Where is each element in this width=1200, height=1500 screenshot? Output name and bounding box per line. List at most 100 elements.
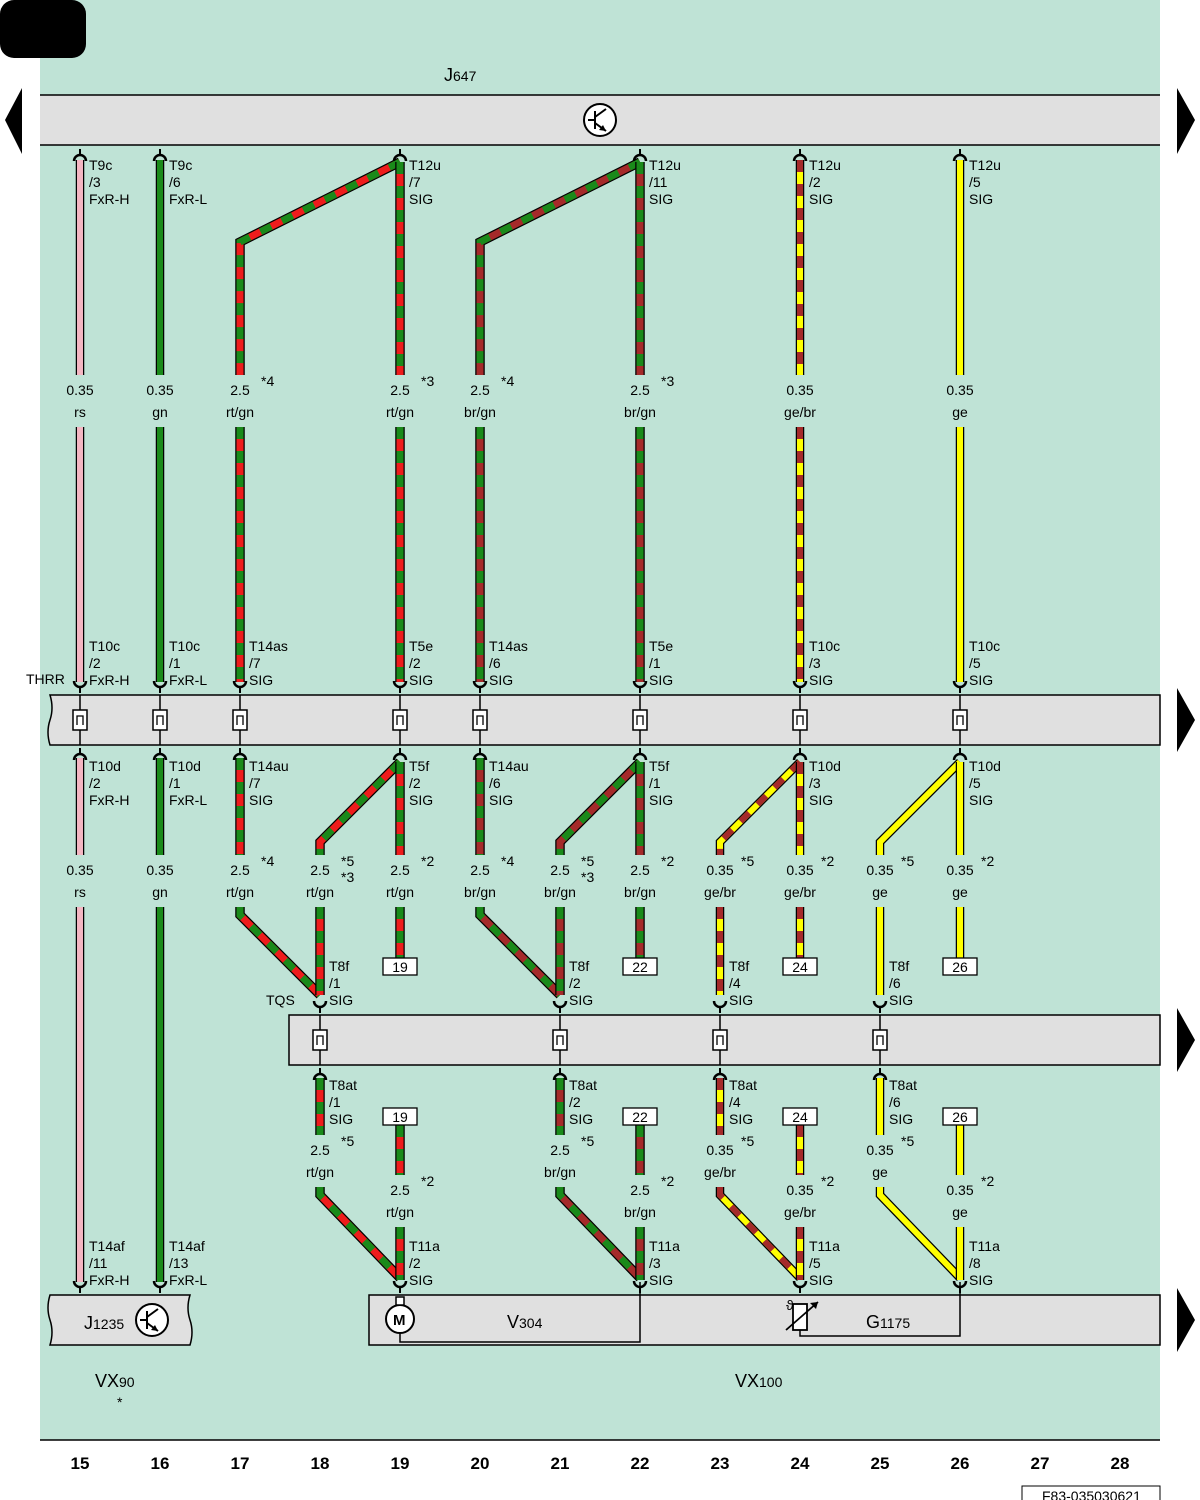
wire-label: 0.35 rs xyxy=(66,862,93,900)
connector-terminal-icon xyxy=(552,1068,568,1081)
sensor-icon: ϑ xyxy=(785,1297,819,1331)
svg-text:0.35: 0.35 xyxy=(866,862,893,878)
reference-box[interactable]: 22 xyxy=(622,1107,658,1126)
connector-terminal-icon xyxy=(712,1068,728,1081)
svg-text:*2: *2 xyxy=(421,1173,434,1189)
connector-terminal-icon xyxy=(872,1000,888,1013)
svg-text:*2: *2 xyxy=(421,853,434,869)
reference-box[interactable]: 19 xyxy=(382,1107,418,1126)
svg-text:*2: *2 xyxy=(661,853,674,869)
svg-text:2.5: 2.5 xyxy=(310,1142,330,1158)
connector-pin-icon xyxy=(952,695,968,745)
page-right-arrow-icon[interactable] xyxy=(1177,88,1195,154)
svg-text:rs: rs xyxy=(74,884,86,900)
tqs-label: TQS xyxy=(266,992,295,1008)
j1235-label: J1235 xyxy=(84,1313,124,1333)
connector-terminal-icon xyxy=(72,748,88,761)
wire-label: 2.5rt/gn*2 xyxy=(386,853,434,900)
svg-text:0.35: 0.35 xyxy=(786,382,813,398)
thrr-right-arrow-icon[interactable] xyxy=(1177,688,1195,752)
svg-text:22: 22 xyxy=(632,1109,648,1125)
svg-text:22: 22 xyxy=(632,959,648,975)
wire-label: 2.5rt/gn*2 xyxy=(386,1173,434,1220)
svg-text:0.35: 0.35 xyxy=(946,1182,973,1198)
svg-text:rt/gn: rt/gn xyxy=(306,884,334,900)
connector-terminal-icon xyxy=(952,149,968,162)
wire-gebr-23-tqs xyxy=(715,1078,804,1281)
svg-text:rt/gn: rt/gn xyxy=(386,884,414,900)
connector-terminal-icon xyxy=(312,1000,328,1013)
svg-text:*2: *2 xyxy=(821,853,834,869)
svg-text:0.35: 0.35 xyxy=(146,862,173,878)
connector-terminal-icon xyxy=(72,149,88,162)
j647-control-unit-icon xyxy=(583,103,617,137)
svg-text:2.5: 2.5 xyxy=(230,862,250,878)
svg-text:ge/br: ge/br xyxy=(784,404,816,420)
connector-terminal-icon xyxy=(152,149,168,162)
svg-text:*2: *2 xyxy=(981,853,994,869)
reference-box[interactable]: 19 xyxy=(382,957,418,976)
connector-terminal-icon xyxy=(792,680,808,693)
svg-text:ge: ge xyxy=(872,1164,888,1180)
svg-text:br/gn: br/gn xyxy=(464,404,496,420)
connector-terminal-icon xyxy=(72,680,88,693)
svg-text:rt/gn: rt/gn xyxy=(226,884,254,900)
svg-text:0.35: 0.35 xyxy=(706,862,733,878)
svg-text:2.5: 2.5 xyxy=(390,1182,410,1198)
wire-ge-25-tqs xyxy=(875,1078,964,1281)
vx100-right-arrow-icon[interactable] xyxy=(1177,1288,1195,1352)
wire-label: 2.5rt/gn*4 xyxy=(226,853,274,900)
svg-text:2.5: 2.5 xyxy=(630,382,650,398)
svg-text:*5: *5 xyxy=(581,853,594,869)
svg-text:*2: *2 xyxy=(661,1173,674,1189)
svg-text:0.35: 0.35 xyxy=(66,862,93,878)
connector-pin-icon xyxy=(552,1015,568,1065)
svg-text:rt/gn: rt/gn xyxy=(226,404,254,420)
svg-text:0.35: 0.35 xyxy=(66,382,93,398)
reference-box[interactable]: 24 xyxy=(782,957,818,976)
svg-text:19: 19 xyxy=(392,1109,408,1125)
connector-pin-icon xyxy=(632,695,648,745)
column-number: 18 xyxy=(311,1454,330,1473)
connector-terminal-icon xyxy=(152,748,168,761)
connector-terminal-icon xyxy=(472,748,488,761)
svg-text:*2: *2 xyxy=(821,1173,834,1189)
svg-text:*5: *5 xyxy=(901,853,914,869)
column-number: 20 xyxy=(471,1454,490,1473)
connector-terminal-icon xyxy=(632,680,648,693)
connector-terminal-icon xyxy=(792,149,808,162)
svg-text:0.35: 0.35 xyxy=(146,382,173,398)
reference-box[interactable]: 24 xyxy=(782,1107,818,1126)
reference-box[interactable]: 26 xyxy=(942,957,978,976)
reference-box[interactable]: 26 xyxy=(942,1107,978,1126)
wire-gebr-23-bot xyxy=(715,758,804,995)
svg-text:*5: *5 xyxy=(741,853,754,869)
motor-icon: M xyxy=(385,1296,415,1334)
tqs-right-arrow-icon[interactable] xyxy=(1177,1008,1195,1072)
svg-text:24: 24 xyxy=(792,1109,808,1125)
page-left-arrow-icon[interactable] xyxy=(5,88,22,154)
wire-label: 2.5rt/gn*4 xyxy=(226,373,274,420)
connector-pin-icon xyxy=(232,695,248,745)
wire-ge-25-bot xyxy=(875,758,964,995)
svg-text:gn: gn xyxy=(152,884,168,900)
reference-box[interactable]: 22 xyxy=(622,957,658,976)
column-number: 22 xyxy=(631,1454,650,1473)
